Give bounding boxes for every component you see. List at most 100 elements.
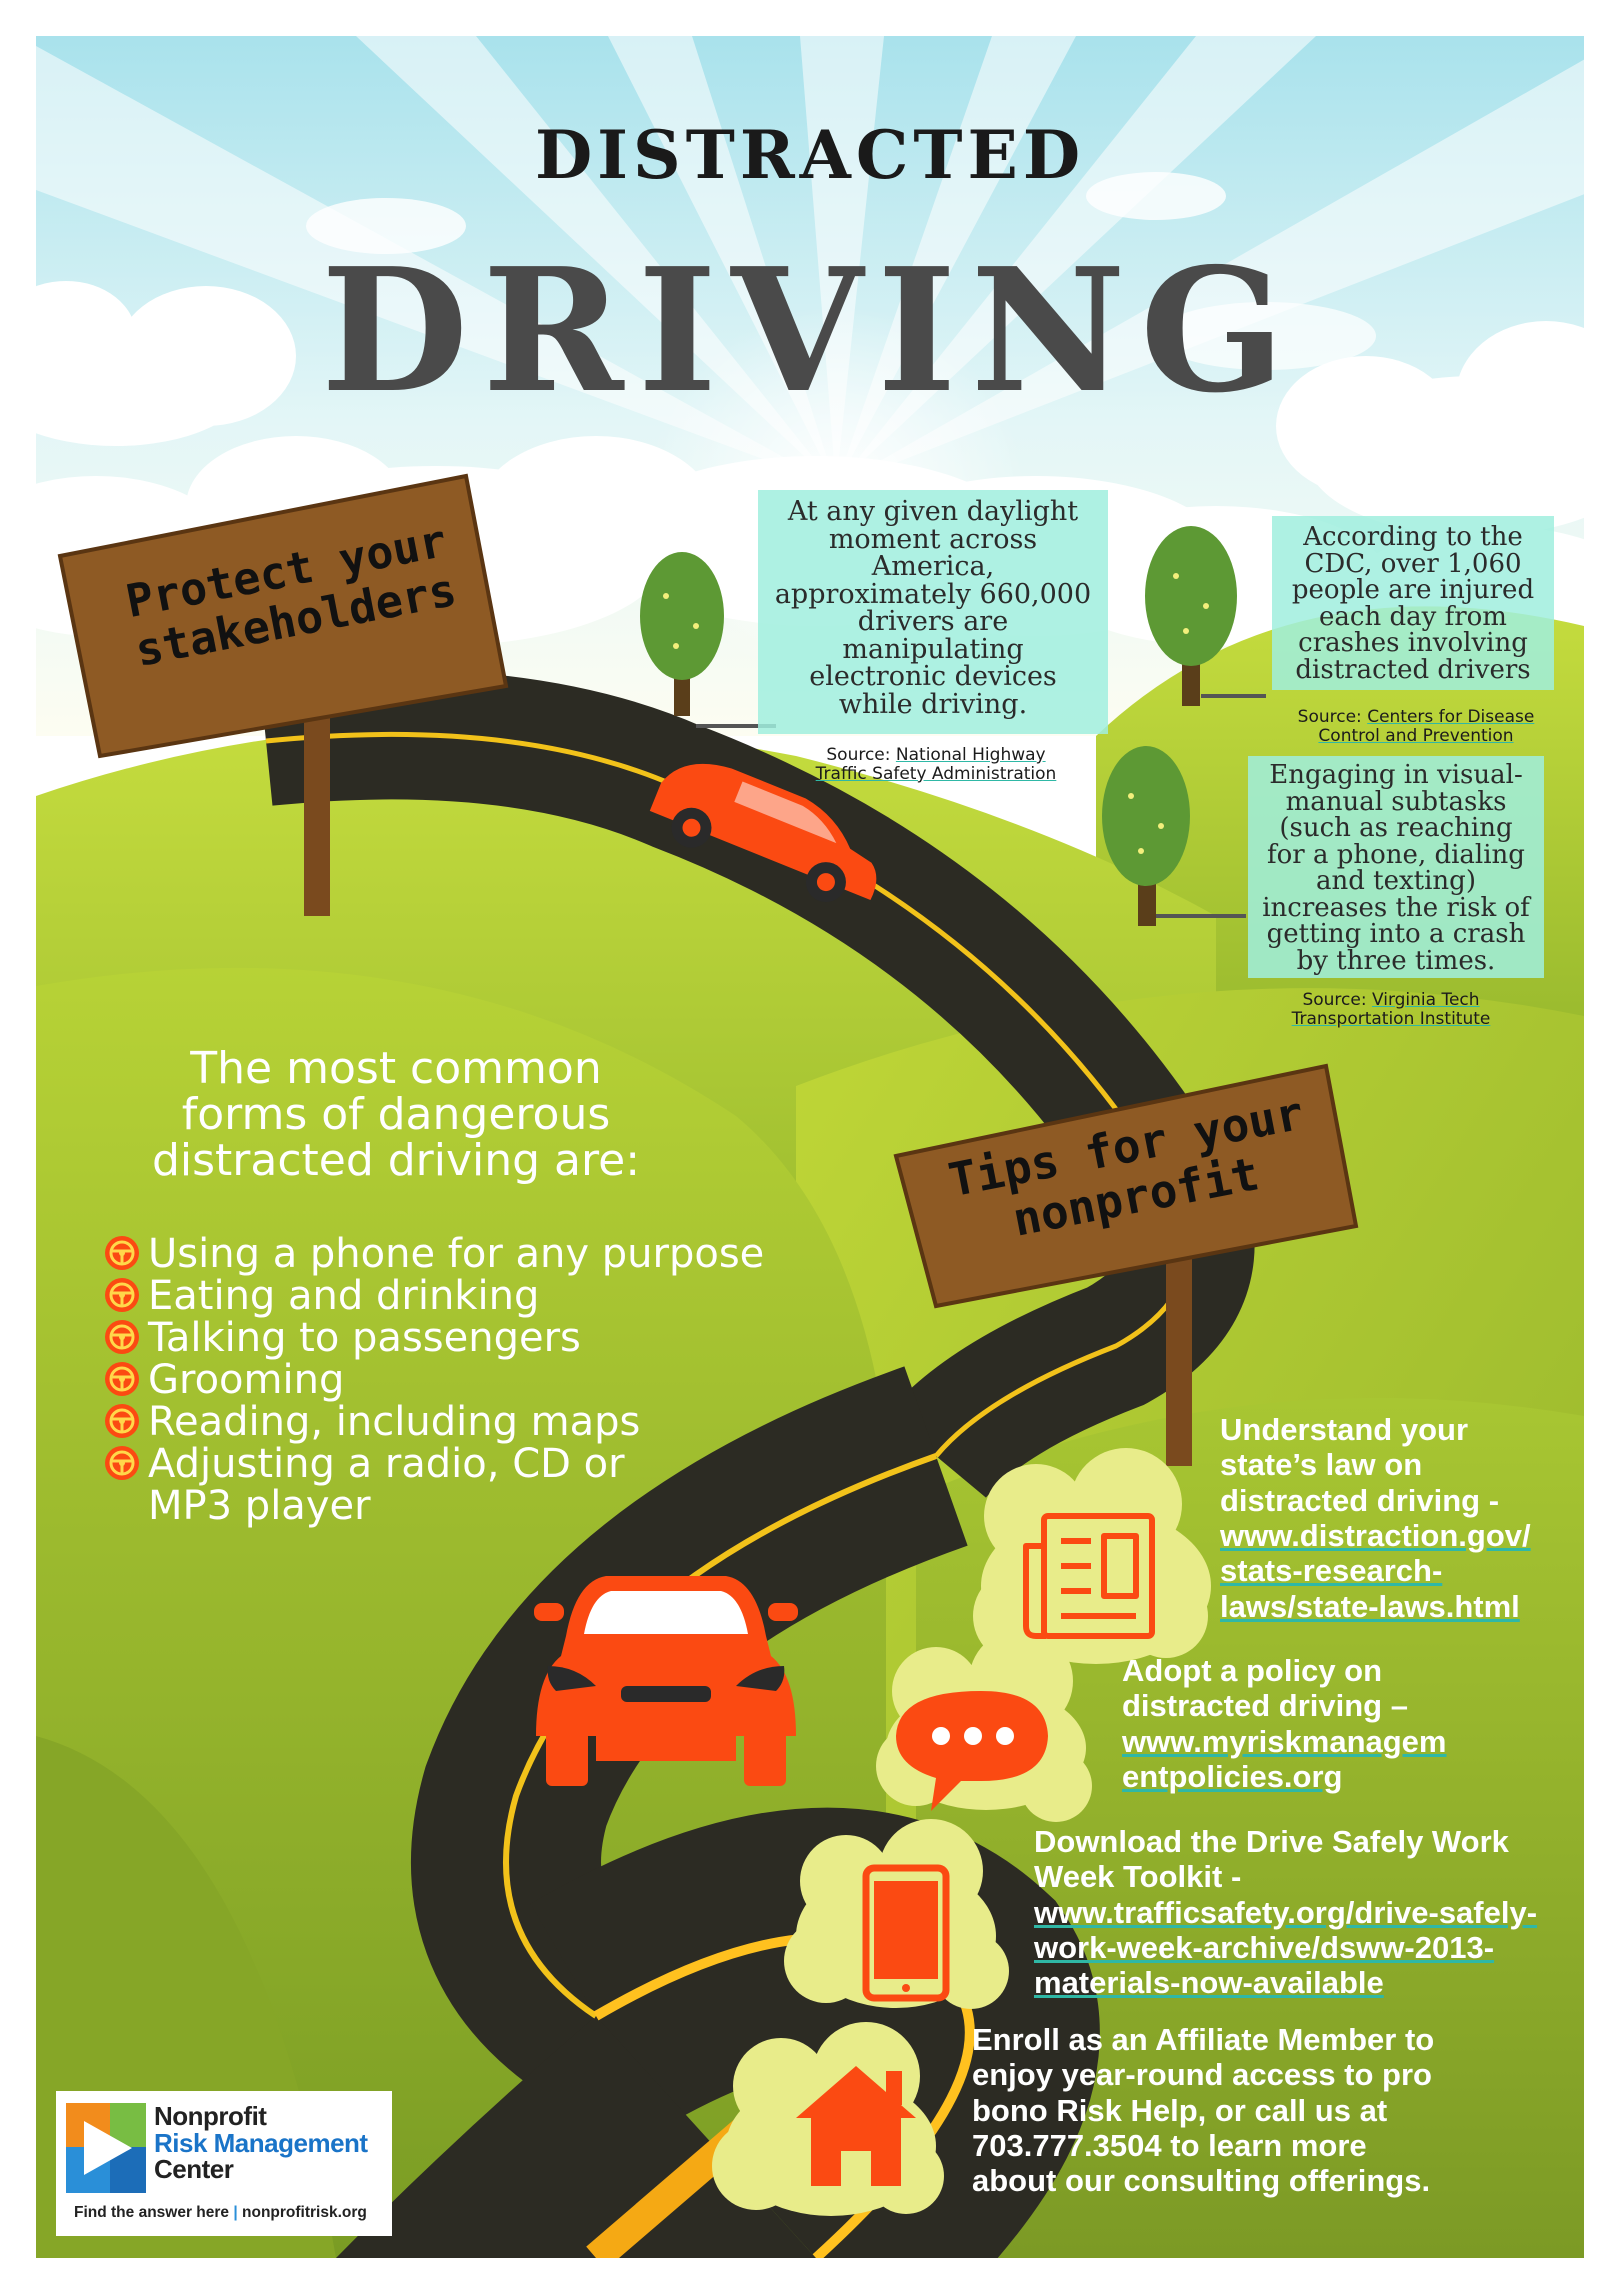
tip-4-line: 703.777.3504 to learn more [972,2127,1367,2163]
common-forms-heading: The most common forms of dangerous distr… [116,1043,676,1187]
logo-separator: | [233,2204,238,2221]
stat-2-source-line1: Centers for Disease [1367,707,1535,727]
infographic-poster: DISTRACTED DRIVING Protect your stakehol… [36,36,1584,2258]
tip-2-link[interactable]: entpolicies.org [1122,1758,1343,1794]
steering-wheel-icon [105,1446,139,1480]
tree-1 [640,552,724,716]
stat-1-line: electronic devices [809,661,1057,693]
stat-1-line: At any given daylight [787,496,1079,527]
tip-2-line: Adopt a policy on [1122,1653,1383,1688]
logo-url[interactable]: nonprofitrisk.org [242,2204,367,2221]
stat-3-source-line2: Transportation Institute [1291,1008,1491,1029]
play-arrow-logo-icon [66,2103,146,2193]
tip-1-line: state’s law on [1220,1447,1423,1483]
tip-2-link[interactable]: www.myriskmanagem [1122,1723,1447,1759]
stat-2-line: CDC, over 1,060 [1304,548,1522,579]
sign-tips-board [893,1063,1359,1309]
nonprofit-logo[interactable]: Nonprofit Risk Management Center Find th… [56,2091,392,2236]
stat-3-source-line1: Virginia Tech [1371,990,1480,1010]
stat-2-line: each day from [1319,601,1507,632]
common-forms-list: Using a phone for any purpose Eating and… [102,1233,764,1527]
stat-2-source-label: Source: [1297,707,1362,727]
list-item: Eating and drinking [102,1275,764,1317]
list-item-text: Reading, including maps [148,1399,641,1445]
stat-1-source-line2: Traffic Safety Administration [815,763,1057,784]
stat-1-line: moment across [828,523,1038,555]
tip-2: Adopt a policy on distracted driving – w… [1122,1653,1452,1794]
tip-1: Understand your state’s law on distracte… [1220,1412,1570,1624]
home-icon [796,2066,916,2186]
stat-3-source-label: Source: [1302,990,1367,1010]
stat-1-source-line1: National Highway [895,745,1046,765]
stat-3-line: increases the risk of [1262,892,1530,923]
title-driving: DRIVING [320,231,1300,431]
list-item-text: Talking to passengers [148,1315,581,1361]
tip-1-line: Understand your [1220,1412,1469,1447]
tree-3 [1102,746,1190,926]
tree-2 [1145,526,1237,706]
tip-2-line: distracted driving – [1122,1688,1408,1724]
list-item: Grooming [102,1359,764,1401]
list-item-text: Adjusting a radio, CD or MP3 player [148,1441,625,1529]
stat-1-source: Source: National Highway Traffic Safety … [776,746,1096,783]
tip-1-link[interactable]: laws/state-laws.html [1220,1588,1520,1624]
stat-2-source: Source: Centers for Disease Control and … [1266,708,1566,745]
stat-2-line: people are injured [1291,575,1535,606]
stat-3-source: Source: Virginia Tech Transportation Ins… [1246,991,1536,1028]
sign-tips-post [1166,1226,1192,1466]
common-forms-heading-line: forms of dangerous [181,1089,611,1141]
list-item: Reading, including maps [102,1401,764,1443]
stat-1-line: approximately 660,000 [774,578,1092,610]
logo-name-line3: Center [154,2154,234,2185]
logo-tagline-text: Find the answer here [74,2204,230,2221]
stat-3-line: manual subtasks [1285,786,1507,817]
stat-2-line: crashes involving [1298,628,1528,659]
tip-4: Enroll as an Affiliate Member to enjoy y… [972,2022,1492,2199]
tip-3-link[interactable]: www.trafficsafety.org/drive-safely- [1034,1894,1538,1930]
sign-protect-board [57,473,509,759]
title-distracted: DISTRACTED [534,116,1086,194]
tip-3-link[interactable]: work-week-archive/dsww-2013- [1034,1929,1495,1965]
common-forms-heading-line: distracted driving are: [151,1135,641,1187]
tip-1-link[interactable]: www.distraction.gov/ [1220,1517,1531,1553]
list-item: Adjusting a radio, CD or MP3 player [102,1443,764,1527]
stat-3-line: for a phone, dialing [1267,839,1525,870]
stat-1-source-label: Source: [826,745,891,765]
tip-4-line: Enroll as an Affiliate Member to [972,2022,1435,2057]
list-item-text: Grooming [148,1357,345,1403]
steering-wheel-icon [105,1278,139,1312]
common-forms-heading-line: The most common [190,1043,602,1094]
stat-2-line: distracted drivers [1295,654,1531,685]
car-top [649,763,877,903]
stat-1-line: manipulating [842,633,1024,665]
list-item-text: Eating and drinking [148,1273,540,1319]
chat-bubble-icon [896,1691,1048,1811]
stat-1-line: while driving. [838,688,1028,720]
tip-3-line: Download the Drive Safely Work [1034,1824,1509,1859]
list-item-text: Using a phone for any purpose [148,1231,765,1277]
stat-box-3: Engaging in visual- manual subtasks (suc… [1248,756,1544,978]
stat-1-line: America, [871,551,995,583]
stat-3-line: (such as reaching [1279,813,1513,844]
newspaper-icon [1023,1513,1155,1639]
steering-wheel-icon [105,1320,139,1354]
tip-1-line: distracted driving - [1220,1482,1500,1518]
tablet-icon [862,1864,950,2002]
list-item: Talking to passengers [102,1317,764,1359]
stat-2-line: According to the [1303,522,1523,552]
steering-wheel-icon [105,1362,139,1396]
list-item: Using a phone for any purpose [102,1233,764,1275]
stat-3-line: by three times. [1296,945,1496,976]
stat-box-2: According to the CDC, over 1,060 people … [1272,516,1554,690]
logo-name-line1: Nonprofit [154,2101,267,2131]
tip-4-line: bono Risk Help, or call us at [972,2092,1388,2128]
steering-wheel-icon [105,1404,139,1438]
tip-1-link[interactable]: stats-research- [1220,1553,1443,1589]
steering-wheel-icon [105,1236,139,1270]
stat-3-line: Engaging in visual- [1269,760,1523,790]
tip-3-line: Week Toolkit - [1034,1859,1242,1895]
tip-4-line: enjoy year-round access to pro [972,2057,1432,2093]
stat-1-line: drivers are [857,606,1009,638]
tip-3-link[interactable]: materials-now-available [1034,1965,1384,2001]
logo-tagline: Find the answer here | nonprofitrisk.org [74,2204,367,2222]
